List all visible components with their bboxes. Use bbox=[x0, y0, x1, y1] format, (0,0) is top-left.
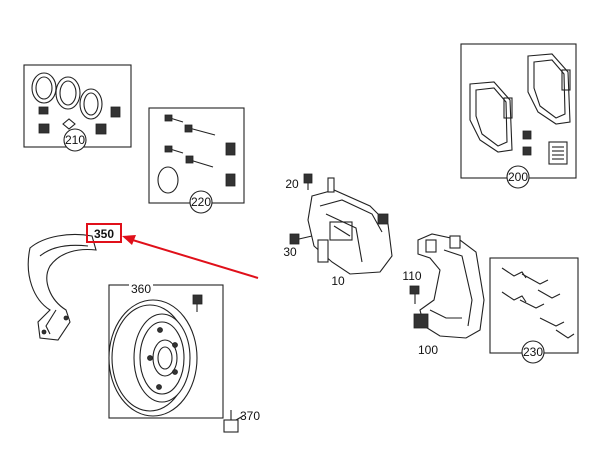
label-10: 10 bbox=[331, 274, 345, 288]
brake-disc-360[interactable]: 360 bbox=[108, 281, 224, 419]
label-360: 360 bbox=[131, 282, 151, 296]
clip-kit-230-callout bbox=[521, 340, 545, 364]
label-220: 220 bbox=[191, 195, 211, 209]
splash-shield-350[interactable]: 350 bbox=[27, 223, 122, 341]
bleeder-screw-20[interactable]: 20 bbox=[285, 173, 313, 191]
label-200: 200 bbox=[508, 170, 528, 184]
label-210: 210 bbox=[65, 133, 85, 147]
brake-pad-kit-200[interactable]: 200 bbox=[460, 43, 577, 189]
seal-kit-210[interactable]: 210 bbox=[23, 64, 132, 152]
guide-pin-kit-220-frame bbox=[148, 107, 245, 204]
highlight-arrow bbox=[122, 235, 259, 279]
bolt-30[interactable]: 30 bbox=[283, 233, 313, 259]
brake-pad-kit-200-callout bbox=[506, 165, 530, 189]
label-230: 230 bbox=[523, 345, 543, 359]
label-30: 30 bbox=[283, 245, 297, 259]
guide-pin-kit-220-callout bbox=[189, 190, 213, 214]
seal-kit-210-callout bbox=[63, 128, 87, 152]
label-100: 100 bbox=[418, 343, 438, 357]
bolt-110[interactable]: 110 bbox=[402, 269, 422, 304]
label-110: 110 bbox=[402, 269, 421, 283]
bolt-370[interactable]: 370 bbox=[223, 409, 260, 433]
clip-kit-230-frame bbox=[489, 257, 579, 354]
caliper-carrier-100[interactable]: 100 bbox=[413, 233, 485, 357]
label-20: 20 bbox=[285, 177, 299, 191]
clip-kit-230[interactable]: 230 bbox=[489, 257, 579, 364]
guide-pin-kit-220[interactable]: 220 bbox=[148, 107, 245, 214]
shield-350-highlight-box bbox=[86, 223, 122, 243]
label-370: 370 bbox=[240, 409, 260, 423]
brake-caliper-10[interactable]: 10 bbox=[307, 177, 393, 288]
label-350: 350 bbox=[94, 227, 114, 241]
